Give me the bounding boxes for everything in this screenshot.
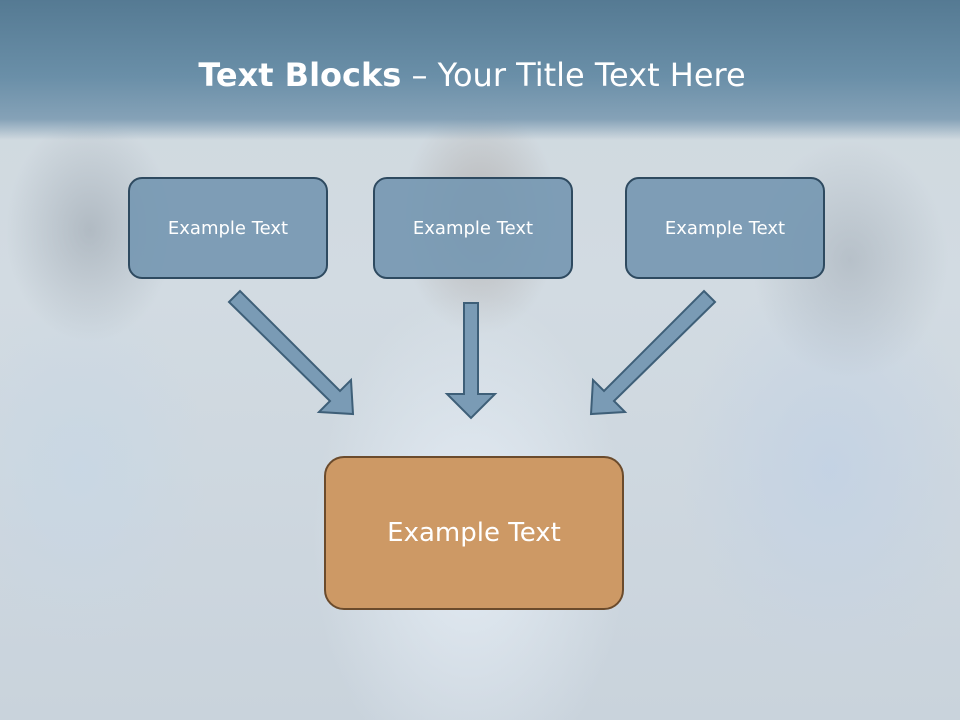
top-block-1-label: Example Text [167, 217, 289, 239]
top-block-2-label: Example Text [412, 217, 534, 239]
top-block-3[interactable]: Example Text [625, 177, 825, 279]
result-block[interactable]: Example Text [324, 456, 624, 610]
result-block-label: Example Text [387, 518, 561, 548]
slide-title: Text Blocks – Your Title Text Here [0, 55, 944, 95]
top-block-2[interactable]: Example Text [373, 177, 573, 279]
top-block-3-label: Example Text [664, 217, 786, 239]
title-bar [0, 0, 960, 140]
top-block-1[interactable]: Example Text [128, 177, 328, 279]
title-bold: Text Blocks [198, 56, 402, 94]
title-rest: – Your Title Text Here [401, 56, 746, 94]
